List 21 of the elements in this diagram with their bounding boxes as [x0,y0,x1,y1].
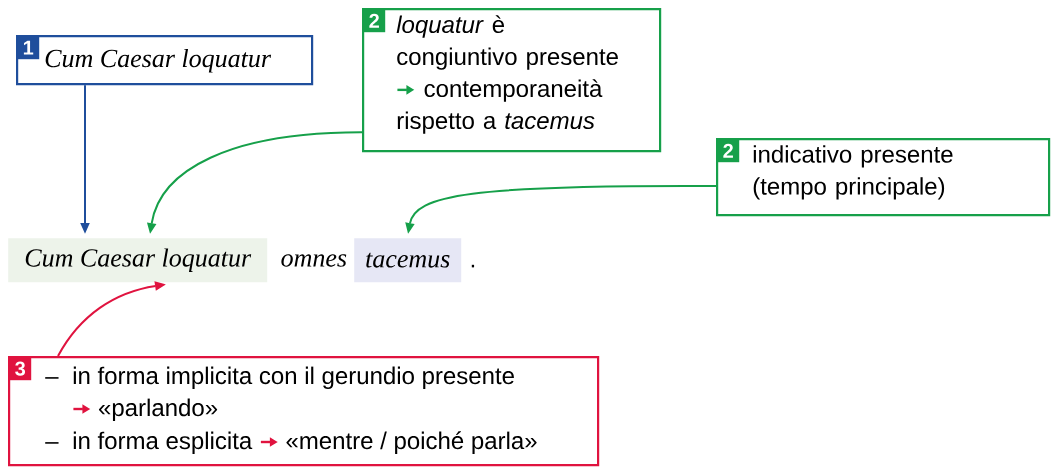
number-badge: 2 [717,139,740,163]
callout-box [716,138,1051,217]
dash: – [45,442,59,444]
callout-box [362,8,662,153]
list-text: in forma implicita con il gerundio presente [73,366,514,389]
list-text: «parlando» [99,398,218,421]
callout-box [8,356,600,467]
list-text: «mentre / poiché parla» [286,431,537,454]
dash: – [45,377,59,379]
highlighted-text: tacemus [354,238,462,283]
number-badge: 1 [17,36,40,60]
highlighted-text: Cum Caesar loquatur [8,238,268,283]
list-text: in forma esplicita [73,431,253,454]
number-badge: 2 [363,9,386,33]
callout-text: Cum Caesar loquatur [45,48,272,73]
callout-box [16,35,314,86]
number-badge: 3 [9,357,32,381]
callout-text: indicativo presente (tempo principale) [753,145,953,200]
callout-text: loquatur è congiuntivo presente contemporaneità rispetto a tacemus [396,15,618,134]
period: . [471,264,475,268]
sentence-word: omnes [281,254,347,267]
